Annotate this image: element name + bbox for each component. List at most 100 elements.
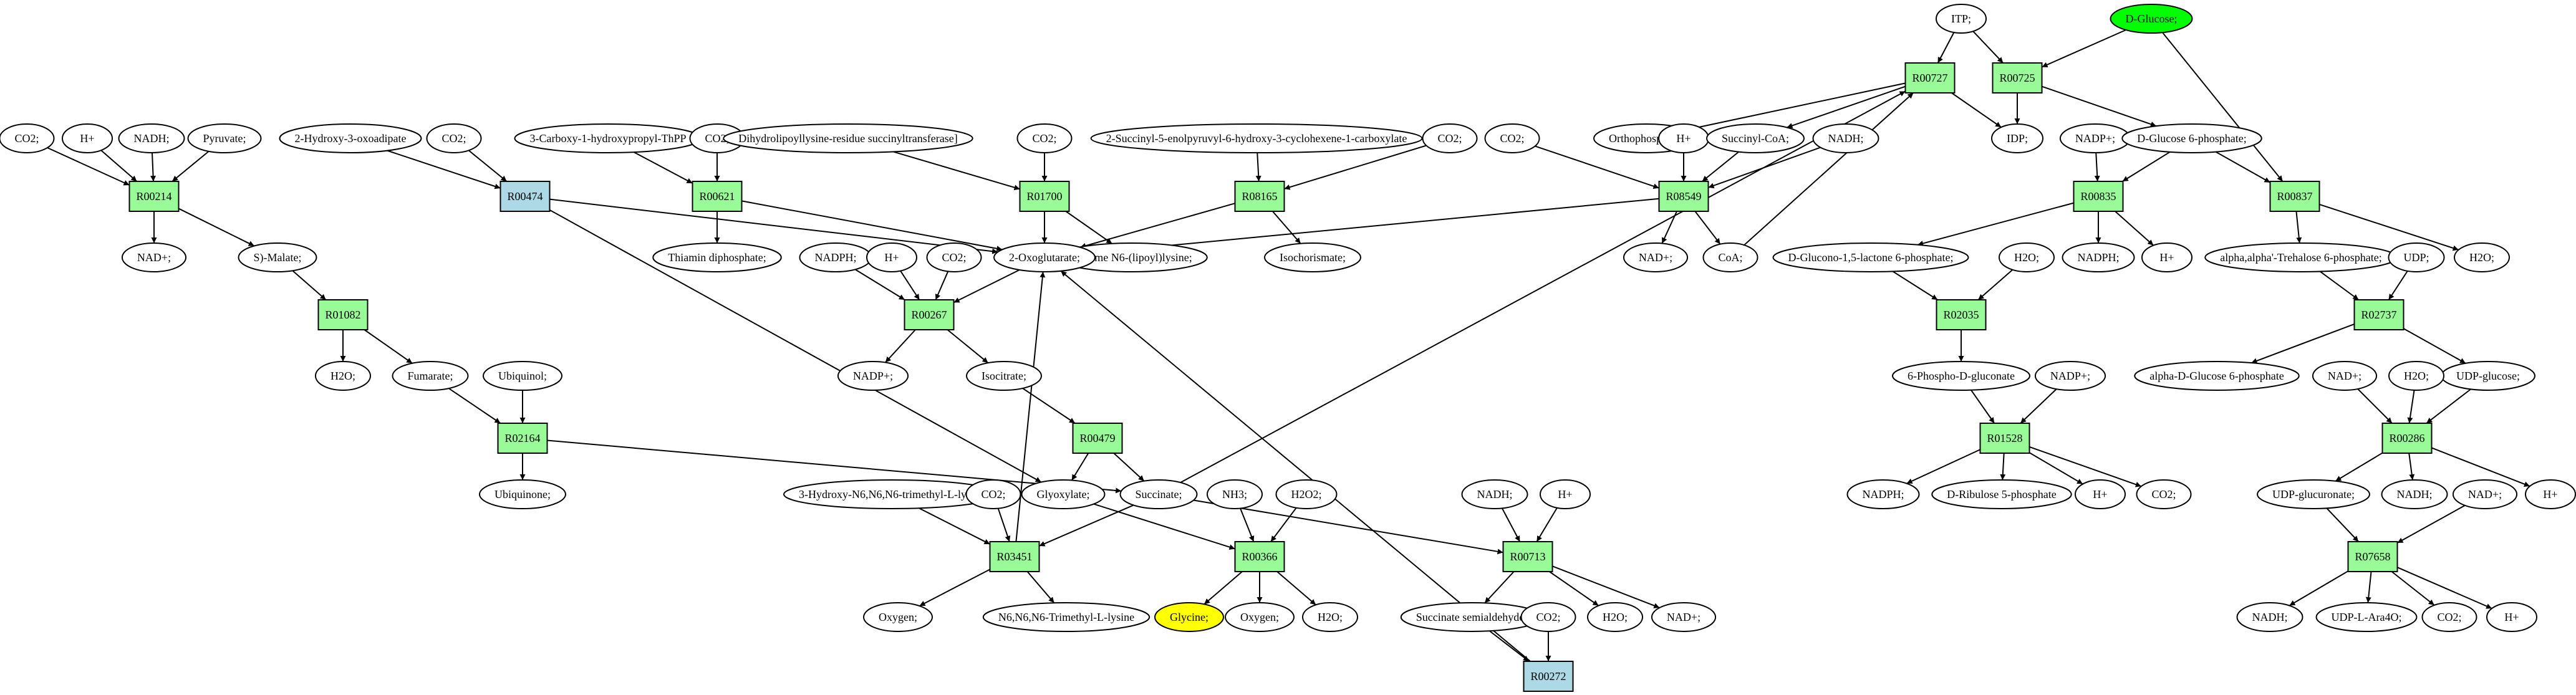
edge-arrow — [919, 568, 990, 606]
compound-node: H2O2; — [1275, 479, 1338, 509]
compound-node: IDP; — [1990, 123, 2044, 153]
compound-node: NADPH; — [2062, 242, 2135, 272]
reaction-label: R00837 — [2277, 190, 2312, 203]
compound-node: NH3; — [1207, 479, 1263, 509]
compound-node: CO2; — [965, 479, 1021, 509]
compound-ellipse — [479, 479, 566, 509]
compound-ellipse — [0, 123, 55, 153]
edge-arrow — [854, 269, 905, 300]
compound-node: UDP-glucuronate; — [2257, 479, 2370, 509]
compound-node: S)-Malate; — [238, 242, 317, 272]
compound-node: Pyruvate; — [187, 123, 262, 153]
edge-arrow — [1708, 146, 1821, 189]
edge-arrow — [1270, 507, 1297, 542]
edge-arrow — [1484, 571, 1515, 604]
reaction-box — [1502, 541, 1553, 572]
reaction-node: R02035 — [1936, 299, 1987, 330]
reaction-node: R00267 — [904, 299, 955, 330]
compound-ellipse — [1623, 242, 1689, 272]
compound-ellipse — [2525, 479, 2576, 509]
reaction-box — [1523, 661, 1574, 692]
reaction-box — [692, 181, 743, 212]
compound-label: Dihydrolipoyllysine-residue succinyltran… — [738, 132, 957, 145]
edge-arrow — [2042, 85, 2157, 127]
edge-arrow — [2029, 452, 2083, 485]
compound-label: ITP; — [1951, 12, 1971, 25]
reaction-node: R00725 — [1992, 62, 2043, 93]
edge-arrow — [1193, 499, 1503, 555]
compound-node: NADH; — [2381, 479, 2448, 509]
compound-node: H2O; — [2454, 242, 2510, 272]
compound-node: Thiamin diphosphate; — [652, 242, 782, 272]
compound-ellipse — [392, 361, 469, 391]
reaction-label: R00835 — [2080, 190, 2116, 203]
compound-ellipse — [121, 242, 187, 272]
edge-arrow — [387, 150, 501, 189]
edge-arrow — [2289, 570, 2348, 606]
edge-arrow — [2388, 271, 2408, 300]
reaction-box — [2073, 181, 2124, 212]
compound-ellipse — [1016, 123, 1073, 153]
compound-label: H2O; — [330, 370, 355, 382]
compound-ellipse — [2134, 361, 2300, 391]
edge-arrow — [1971, 390, 1995, 424]
edge-arrow — [885, 329, 916, 363]
compound-label: 6-Phospho-D-gluconate — [1908, 370, 2015, 382]
compound-label: D-Glucose 6-phosphate; — [2137, 132, 2246, 145]
compound-node: Oxygen; — [1225, 602, 1295, 632]
compound-node: H+ — [1540, 479, 1591, 509]
edge-arrow — [1972, 31, 2004, 64]
compound-label: Ubiquinol; — [498, 370, 547, 382]
compound-ellipse — [2257, 479, 2370, 509]
compound-label: Thiamin diphosphate; — [668, 251, 766, 264]
reaction-box — [1979, 423, 2030, 454]
compound-label: CO2; — [1536, 611, 1560, 623]
reaction-label: R01528 — [1987, 432, 2022, 444]
compound-label: Isocitrate; — [982, 370, 1026, 382]
compound-node: H+ — [2486, 602, 2537, 632]
reaction-label: R00479 — [1079, 432, 1115, 444]
edge-arrow — [1787, 85, 1906, 128]
compound-node: H+ — [2525, 479, 2576, 509]
edge-layer — [47, 29, 2530, 662]
reaction-label: R00286 — [2389, 432, 2424, 444]
edge-arrow — [919, 507, 990, 545]
reaction-box — [499, 181, 551, 212]
compound-ellipse — [965, 479, 1021, 509]
edge-arrow — [2215, 151, 2270, 183]
compound-label: H2O; — [2469, 251, 2494, 264]
compound-node: ITP; — [1935, 4, 1987, 34]
edge-arrow — [1204, 571, 1243, 605]
compound-node: Ubiquinol; — [482, 361, 563, 391]
compound-node: CO2; — [926, 242, 982, 272]
compound-ellipse — [1812, 123, 1879, 153]
edge-arrow — [1026, 571, 1055, 603]
reaction-node: R00835 — [2073, 181, 2124, 212]
edge-arrow — [1687, 82, 1906, 132]
compound-ellipse — [982, 602, 1151, 632]
compound-ellipse — [1021, 479, 1106, 509]
compound-ellipse — [2034, 361, 2106, 391]
compound-ellipse — [1275, 479, 1338, 509]
compound-node: NADH; — [1461, 479, 1528, 509]
compound-node: UDP-glucose; — [2441, 361, 2535, 391]
reaction-label: R00267 — [911, 309, 947, 321]
compound-node: D-Ribulose 5-phosphate — [1931, 479, 2072, 509]
edge-arrow — [1549, 571, 1599, 606]
reaction-box — [1658, 181, 1709, 212]
compound-node: Succinate; — [1119, 479, 1198, 509]
reaction-node: R00727 — [1904, 62, 1956, 93]
compound-ellipse — [482, 361, 563, 391]
compound-label: N6,N6,N6-Trimethyl-L-lysine — [998, 611, 1134, 623]
compound-ellipse — [1461, 479, 1528, 509]
compound-node: 2-Oxoglutarate; — [993, 242, 1096, 272]
compound-label: CO2; — [1032, 132, 1056, 145]
compound-node: NADH; — [1812, 123, 1879, 153]
compound-node: Oxygen; — [863, 602, 933, 632]
edge-arrow — [2391, 571, 2435, 606]
edge-arrow — [1240, 508, 1255, 542]
edge-arrow — [900, 270, 920, 300]
compound-ellipse — [2452, 479, 2518, 509]
reaction-box — [1234, 541, 1285, 572]
